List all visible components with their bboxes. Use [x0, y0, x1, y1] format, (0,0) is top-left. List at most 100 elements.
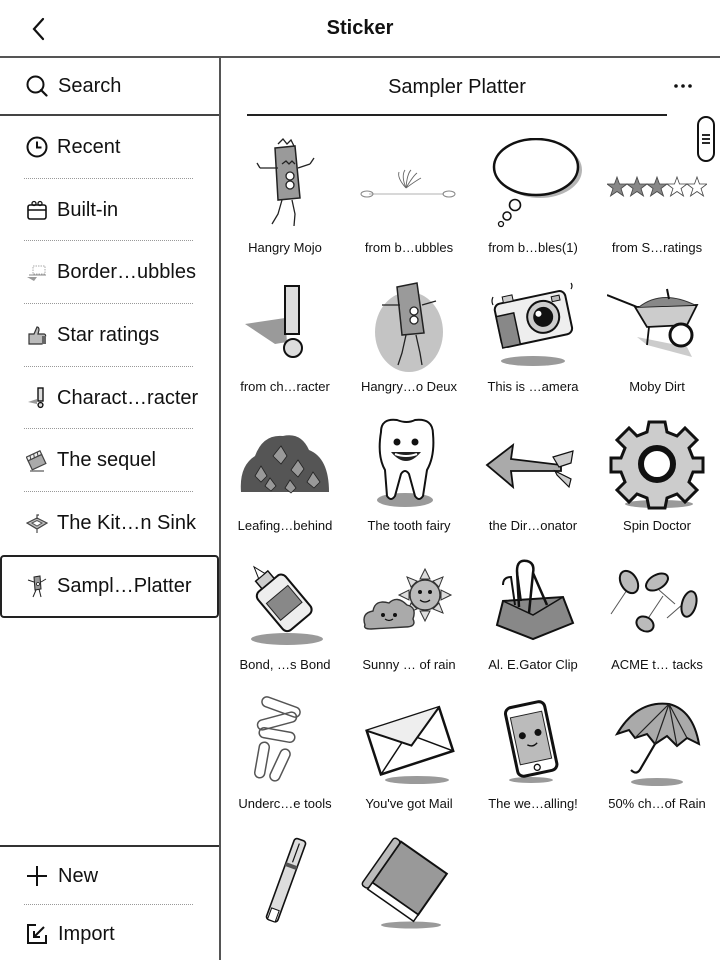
new-label: New [58, 864, 99, 887]
panel-header: Sampler Platter [247, 58, 667, 116]
mojo-sticker-icon [235, 138, 335, 238]
sticker-tile[interactable]: Sunny … of rain [347, 555, 471, 694]
sticker-tile[interactable]: from ch…racter [223, 277, 347, 416]
sticker-tile[interactable]: You've got Mail [347, 694, 471, 833]
more-horizontal-icon [674, 84, 692, 88]
clapperboard-thumbnail-icon [26, 449, 48, 472]
sticker-tile[interactable]: Bond, …s Bond [223, 555, 347, 694]
sticker-caption: Moby Dirt [629, 379, 685, 394]
sticker-tile[interactable]: Hangry Mojo [223, 138, 347, 277]
leaves-sticker-icon [235, 416, 335, 516]
thumbs-up-thumbnail-icon [26, 324, 48, 346]
paperclips-sticker-icon [235, 694, 335, 794]
sticker-tile[interactable]: from b…ubbles [347, 138, 471, 277]
sidebar-item-star-ratings[interactable]: Star ratings [0, 304, 219, 367]
sticker-caption: Spin Doctor [623, 518, 691, 533]
sticker-tile[interactable]: Underc…e tools [223, 694, 347, 833]
border-thumbnail-icon [26, 262, 48, 284]
sticker-tile[interactable]: Hangry…o Deux [347, 277, 471, 416]
star-rating-sticker-icon [607, 138, 707, 238]
sticker-tile[interactable]: The tooth fairy [347, 416, 471, 555]
sticker-caption: from S…ratings [611, 240, 703, 255]
sticker-caption: The we…alling! [488, 796, 578, 811]
sticker-tile[interactable]: Moby Dirt [595, 277, 719, 416]
sticker-caption: Underc…e tools [238, 796, 332, 811]
camera-sticker-icon [483, 277, 583, 377]
sidebar-item-label: Border…ubbles [57, 261, 196, 284]
sticker-caption: Sunny … of rain [362, 657, 456, 672]
sticker-box-icon [26, 199, 48, 221]
umbrella-sticker-icon [607, 694, 707, 794]
exclamation-sticker-icon [235, 277, 335, 377]
sidebar-item-the-sequel[interactable]: The sequel [0, 429, 219, 492]
sticker-tile[interactable]: Leafing…behind [223, 416, 347, 555]
import-button[interactable]: Import [0, 905, 219, 960]
search-icon [26, 75, 48, 97]
sticker-caption: from b…bles(1) [488, 240, 578, 255]
border-flourish-sticker-icon [359, 138, 459, 238]
sidebar-item-characters[interactable]: Charact…racter [0, 367, 219, 430]
sticker-tile[interactable]: the Dir…onator [471, 416, 595, 555]
sticker-caption: from b…ubbles [364, 240, 454, 255]
sidebar-actions: New Import [0, 845, 219, 960]
sidebar-item-label: Charact…racter [57, 386, 199, 409]
envelope-sticker-icon [359, 694, 459, 794]
grip-lines-icon [702, 134, 710, 144]
thumbtacks-sticker-icon [607, 555, 707, 655]
sidebar-item-built-in[interactable]: Built-in [0, 179, 219, 242]
sticker-tile[interactable]: Spin Doctor [595, 416, 719, 555]
sidebar-item-kitchen-sink[interactable]: The Kit…n Sink [0, 492, 219, 555]
mojo-thumbnail-icon [26, 575, 48, 598]
new-button[interactable]: New [0, 847, 219, 905]
sink-thumbnail-icon [26, 512, 48, 534]
sticker-tile[interactable]: 50% ch…of Rain [595, 694, 719, 833]
sticker-tile[interactable]: The we…alling! [471, 694, 595, 833]
glue-bottle-sticker-icon [235, 555, 335, 655]
tooth-sticker-icon [359, 416, 459, 516]
sticker-tile[interactable]: This is …amera [471, 277, 595, 416]
sun-cloud-sticker-icon [359, 555, 459, 655]
scrollbar-handle[interactable] [697, 116, 715, 162]
binder-clip-sticker-icon [483, 555, 583, 655]
import-label: Import [58, 922, 115, 945]
sidebar-search[interactable]: Search [0, 58, 219, 116]
sticker-panel: Sampler Platter Hangry Mojo from b…ubble… [223, 58, 720, 960]
sticker-caption: You've got Mail [365, 796, 453, 811]
sticker-caption: This is …amera [487, 379, 579, 394]
thought-bubble-sticker-icon [483, 138, 583, 238]
category-list: Recent Built-in Border…ubbles Star ratin… [0, 116, 219, 618]
top-bar: Sticker [0, 0, 720, 58]
sidebar: Search Recent Built-in Border…ubbles Sta… [0, 58, 221, 960]
sticker-tile[interactable] [223, 833, 347, 960]
sidebar-item-label: Star ratings [57, 323, 160, 346]
sidebar-item-label: Sampl…Platter [57, 574, 192, 597]
import-icon [27, 924, 47, 944]
phone-sticker-icon [483, 694, 583, 794]
sidebar-item-sampler-platter[interactable]: Sampl…Platter [0, 554, 219, 618]
sidebar-item-recent[interactable]: Recent [0, 116, 219, 179]
arrow-sticker-icon [483, 416, 583, 516]
sticker-caption: Hangry Mojo [248, 240, 322, 255]
sticker-tile[interactable]: ACME t… tacks [595, 555, 719, 694]
mojo-deux-sticker-icon [359, 277, 459, 377]
back-button[interactable] [24, 14, 54, 44]
search-label: Search [58, 74, 122, 97]
sticker-caption: Al. E.Gator Clip [488, 657, 578, 672]
exclamation-thumbnail-icon [26, 387, 48, 409]
chevron-left-icon [32, 17, 45, 41]
more-options-button[interactable] [668, 76, 698, 96]
book-sticker-icon [359, 833, 459, 933]
gear-sticker-icon [607, 416, 707, 516]
pen-sticker-icon [235, 833, 335, 933]
sidebar-item-label: Built-in [57, 198, 119, 221]
clock-icon [26, 136, 48, 158]
sticker-tile[interactable]: Al. E.Gator Clip [471, 555, 595, 694]
sticker-caption: from ch…racter [240, 379, 330, 394]
sticker-tile[interactable]: from b…bles(1) [471, 138, 595, 277]
sidebar-item-label: The Kit…n Sink [57, 511, 196, 534]
sticker-tile[interactable] [347, 833, 471, 960]
sidebar-item-label: The sequel [57, 449, 156, 472]
sticker-caption: the Dir…onator [488, 518, 578, 533]
sticker-tile[interactable]: from S…ratings [595, 138, 719, 277]
sidebar-item-borders-bubbles[interactable]: Border…ubbles [0, 241, 219, 304]
